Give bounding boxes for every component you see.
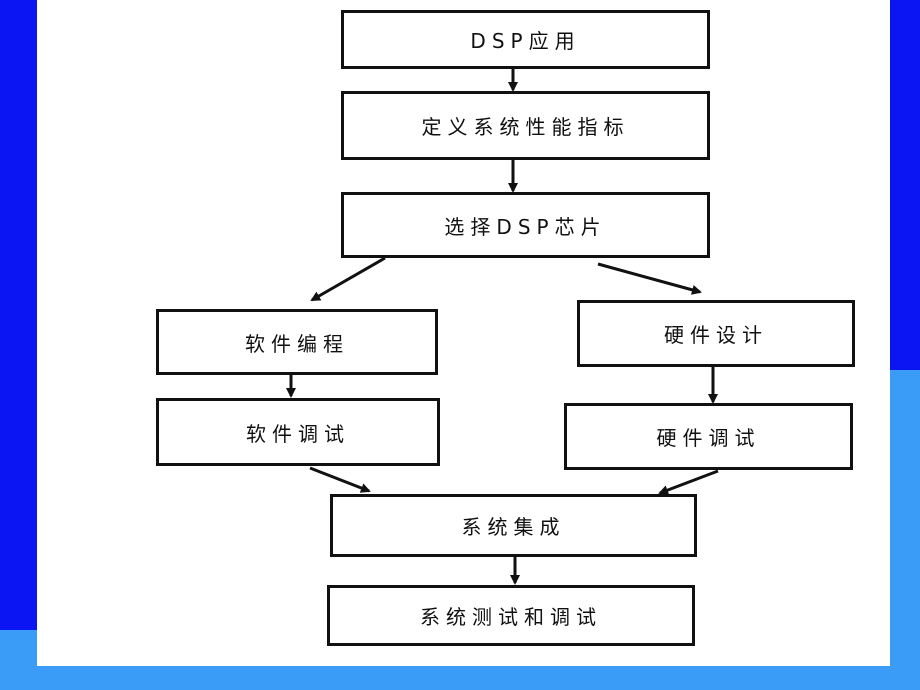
- node-hardware-debug: 硬件调试: [564, 403, 853, 470]
- node-system-integration: 系统集成: [330, 494, 697, 557]
- node-define-performance: 定义系统性能指标: [341, 91, 710, 160]
- node-system-test: 系统测试和调试: [327, 585, 695, 646]
- node-software-debug: 软件调试: [156, 398, 440, 466]
- node-dsp-application: DSP应用: [341, 10, 710, 69]
- node-label: 硬件调试: [656, 426, 761, 450]
- node-label: 选择DSP芯片: [444, 214, 607, 239]
- node-label: 系统测试和调试: [420, 605, 602, 629]
- node-label: 软件调试: [246, 421, 350, 446]
- node-choose-chip: 选择DSP芯片: [341, 192, 710, 258]
- node-label: 系统集成: [461, 515, 566, 539]
- node-hardware-design: 硬件设计: [577, 300, 855, 367]
- node-label: 软件编程: [245, 331, 349, 356]
- node-label: 定义系统性能指标: [421, 115, 630, 139]
- slide-right-lower-border: [890, 370, 920, 630]
- node-label: DSP应用: [470, 29, 581, 53]
- node-software-programming: 软件编程: [156, 309, 438, 375]
- node-label: 硬件设计: [664, 323, 768, 347]
- slide-left-border: [0, 0, 37, 690]
